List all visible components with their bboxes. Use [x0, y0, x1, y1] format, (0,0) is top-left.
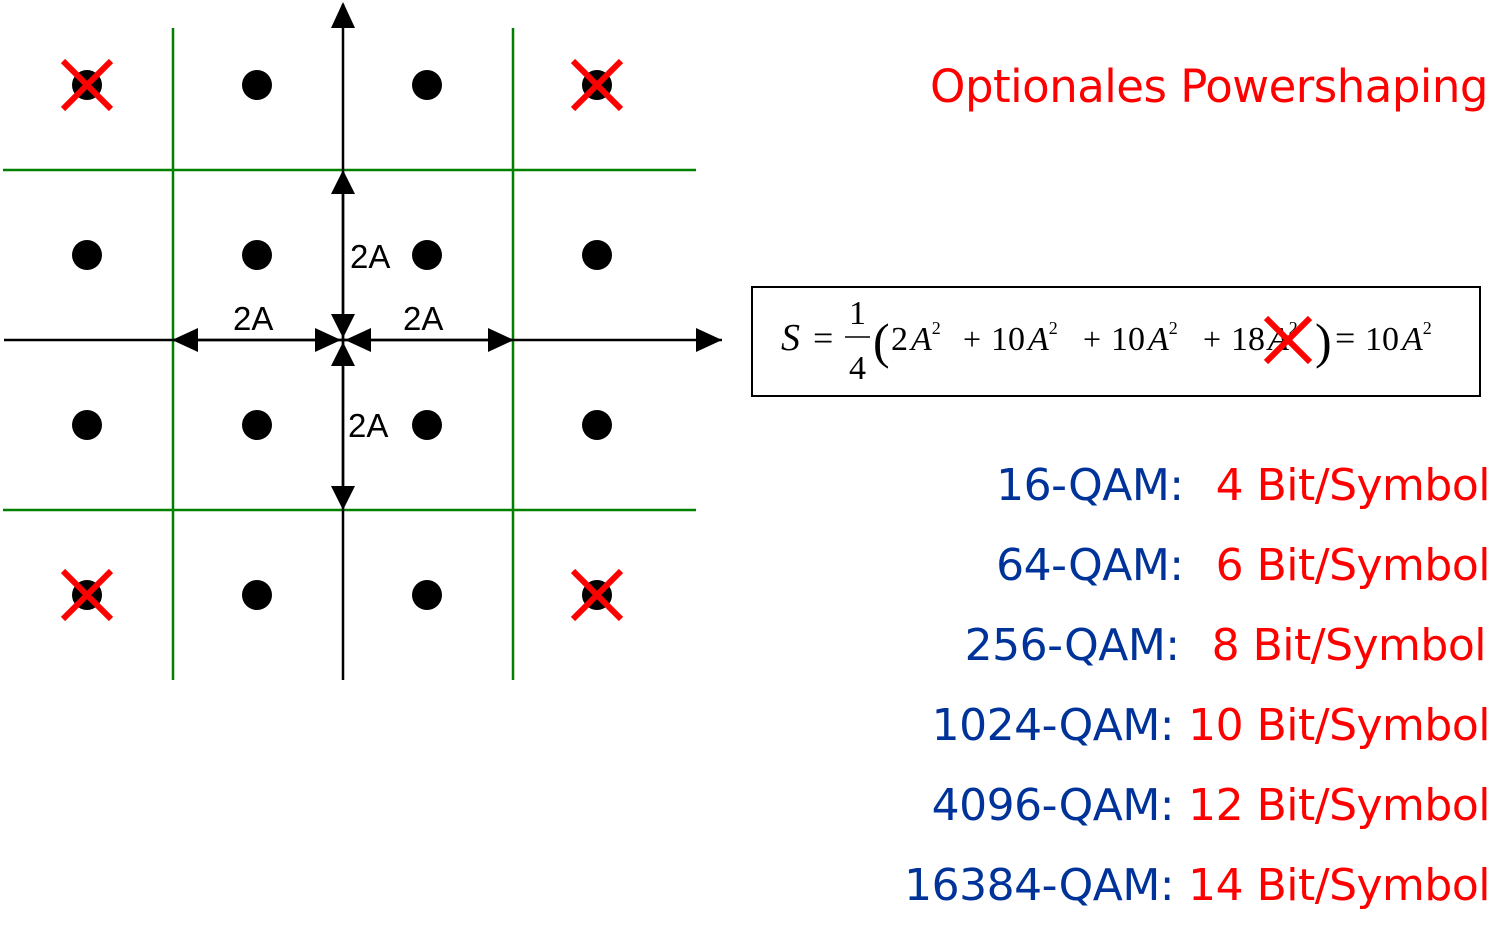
dim-arrow-left-head	[172, 328, 198, 352]
plus-1: +	[963, 321, 981, 357]
qam-name: 1024-QAM:	[931, 700, 1175, 751]
powershaping-title: Optionales Powershaping	[930, 60, 1488, 113]
qam-name: 16384-QAM:	[904, 860, 1175, 911]
formula-term-3: 10A2	[1111, 318, 1178, 358]
qam-name: 256-QAM:	[964, 620, 1181, 671]
power-formula: S = 1 4 ( 2A2 + 10A2 + 10A2 + 18A2 ) = 1…	[781, 295, 1432, 387]
constellation-point	[582, 410, 612, 440]
qam-row: 64-QAM: 6 Bit/Symbol	[870, 540, 1490, 620]
qam-row: 16384-QAM: 14 Bit/Symbol	[870, 860, 1490, 940]
constellation-point	[412, 580, 442, 610]
paren-open: (	[873, 313, 890, 369]
dim-arrow-up-head	[331, 170, 355, 194]
qam-bits: 6 Bit/Symbol	[1215, 540, 1491, 591]
formula-term-2: 10A2	[991, 318, 1058, 358]
qam-row: 1024-QAM: 10 Bit/Symbol	[870, 700, 1491, 780]
removed-point-markers	[60, 58, 624, 622]
constellation-point	[412, 240, 442, 270]
dim-arrow-right-head	[488, 328, 514, 352]
dim-arrow-up-tail	[331, 314, 355, 338]
qam-bits: 12 Bit/Symbol	[1188, 780, 1490, 831]
dim-label-right: 2A	[403, 300, 443, 337]
formula-result: 10A2	[1365, 318, 1432, 358]
qam-bits-list: 16-QAM: 4 Bit/Symbol 64-QAM: 6 Bit/Symbo…	[870, 460, 1490, 940]
power-formula-box: S = 1 4 ( 2A2 + 10A2 + 10A2 + 18A2 ) = 1…	[751, 286, 1481, 397]
qam-bits: 4 Bit/Symbol	[1215, 460, 1491, 511]
plus-3: +	[1203, 321, 1221, 357]
dim-arrow-right-tail	[345, 328, 371, 352]
plus-2: +	[1083, 321, 1101, 357]
qam-bits: 14 Bit/Symbol	[1188, 860, 1490, 911]
constellation-point	[72, 240, 102, 270]
dim-arrow-left-tail	[315, 328, 341, 352]
paren-close: )	[1315, 313, 1332, 369]
removed-point-cross-icon	[60, 58, 114, 112]
qam-constellation-diagram: 2A 2A 2A 2A	[3, 2, 722, 680]
qam-name: 16-QAM:	[996, 460, 1184, 511]
qam-bits: 10 Bit/Symbol	[1188, 700, 1490, 751]
i-axis-arrow	[696, 328, 722, 352]
constellation-point	[72, 410, 102, 440]
formula-equals-2: =	[1335, 318, 1355, 358]
constellation-point	[582, 240, 612, 270]
constellation-point	[242, 70, 272, 100]
qam-name: 64-QAM:	[996, 540, 1184, 591]
constellation-point	[412, 410, 442, 440]
constellation-point	[412, 70, 442, 100]
formula-equals-1: =	[813, 318, 833, 358]
dim-label-down: 2A	[348, 407, 388, 444]
constellation-point	[242, 240, 272, 270]
qam-bits: 8 Bit/Symbol	[1211, 620, 1487, 671]
fraction-numerator: 1	[849, 295, 866, 332]
removed-point-cross-icon	[570, 568, 624, 622]
qam-row: 4096-QAM: 12 Bit/Symbol	[870, 780, 1491, 860]
formula-lhs: S	[781, 317, 800, 359]
dimension-arrows	[172, 170, 514, 510]
dim-label-up: 2A	[350, 238, 390, 275]
formula-term-1: 2A2	[891, 318, 941, 358]
fraction-denominator: 4	[849, 350, 866, 387]
removed-point-cross-icon	[60, 568, 114, 622]
constellation-point	[242, 580, 272, 610]
constellation-point	[242, 410, 272, 440]
decision-grid	[3, 28, 696, 680]
removed-point-cross-icon	[570, 58, 624, 112]
qam-row: 16-QAM: 4 Bit/Symbol	[870, 460, 1490, 540]
q-axis-arrow	[331, 2, 355, 28]
dim-label-left: 2A	[233, 300, 273, 337]
qam-name: 4096-QAM:	[931, 780, 1175, 831]
term-cross-icon	[1263, 315, 1313, 365]
qam-row: 256-QAM: 8 Bit/Symbol	[870, 620, 1490, 700]
dim-arrow-down-head	[331, 486, 355, 510]
dim-arrow-down-tail	[331, 342, 355, 366]
